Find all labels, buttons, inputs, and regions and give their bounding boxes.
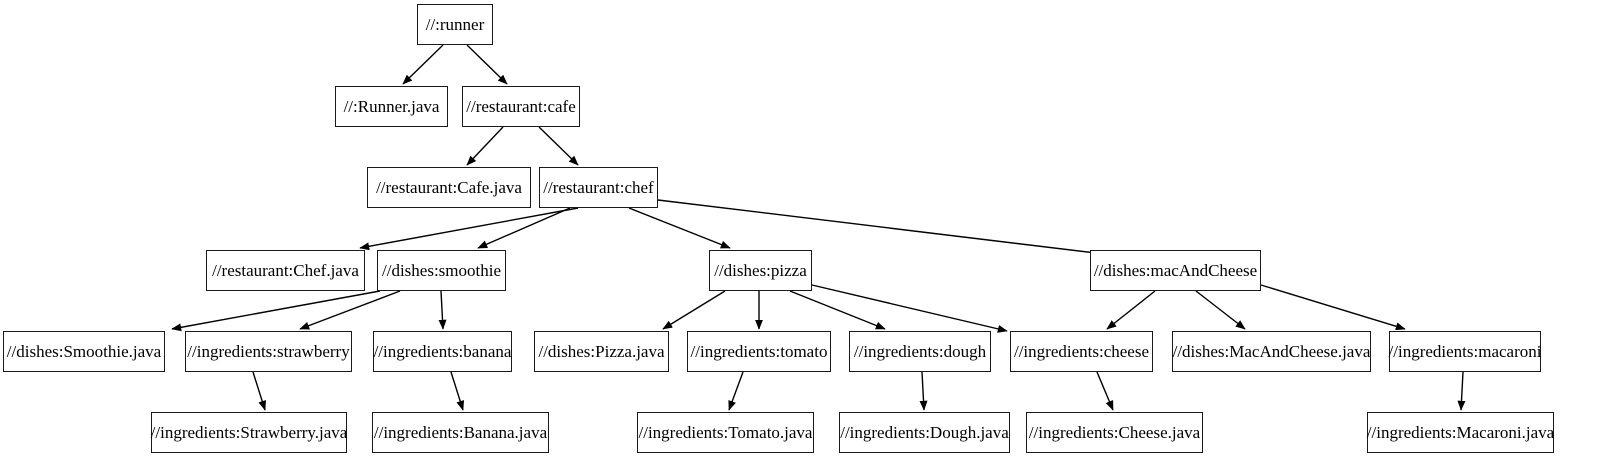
node-label-ing_macaroni: //ingredients:macaroni: [1388, 342, 1542, 361]
node-label-runner: //:runner: [425, 15, 485, 34]
node-label-tomato_java: //ingredients:Tomato.java: [638, 423, 813, 442]
node-ing_banana[interactable]: //ingredients:banana: [373, 331, 512, 372]
node-ing_tomato[interactable]: //ingredients:tomato: [687, 331, 831, 372]
node-ing_dough[interactable]: //ingredients:dough: [849, 331, 991, 372]
node-label-dishes_mac: //dishes:macAndCheese: [1093, 261, 1258, 280]
node-strawberry_java[interactable]: //ingredients:Strawberry.java: [151, 412, 347, 453]
node-banana_java[interactable]: //ingredients:Banana.java: [372, 412, 549, 453]
node-tomato_java[interactable]: //ingredients:Tomato.java: [637, 412, 814, 453]
node-label-mac_java: //dishes:MacAndCheese.java: [1172, 342, 1371, 361]
node-macaroni_java[interactable]: //ingredients:Macaroni.java: [1367, 412, 1554, 453]
node-label-cheese_java: //ingredients:Cheese.java: [1028, 423, 1201, 442]
node-label-restaurant_cafe: //restaurant:cafe: [466, 97, 576, 116]
node-label-dishes_pizza: //dishes:pizza: [714, 261, 807, 280]
node-dishes_mac[interactable]: //dishes:macAndCheese: [1090, 250, 1261, 291]
node-chef_java[interactable]: //restaurant:Chef.java: [206, 250, 365, 291]
node-label-ing_banana: //ingredients:banana: [373, 342, 512, 361]
node-label-ing_tomato: //ingredients:tomato: [690, 342, 828, 361]
node-label-ing_cheese: //ingredients:cheese: [1013, 342, 1149, 361]
node-cheese_java[interactable]: //ingredients:Cheese.java: [1026, 412, 1203, 453]
node-ing_cheese[interactable]: //ingredients:cheese: [1010, 331, 1153, 372]
node-dishes_smoothie[interactable]: //dishes:smoothie: [377, 250, 506, 291]
node-label-chef_java: //restaurant:Chef.java: [212, 261, 359, 280]
node-cafe_java[interactable]: //restaurant:Cafe.java: [367, 167, 531, 208]
node-label-cafe_java: //restaurant:Cafe.java: [376, 178, 522, 197]
node-label-dough_java: //ingredients:Dough.java: [840, 423, 1009, 442]
node-label-restaurant_chef: //restaurant:chef: [543, 178, 654, 197]
node-label-pizza_java: //dishes:Pizza.java: [538, 342, 665, 361]
node-runner[interactable]: //:runner: [417, 4, 493, 45]
node-pizza_java[interactable]: //dishes:Pizza.java: [534, 331, 669, 372]
node-dough_java[interactable]: //ingredients:Dough.java: [839, 412, 1010, 453]
node-ing_macaroni[interactable]: //ingredients:macaroni: [1389, 331, 1541, 372]
node-label-runner_java: //:Runner.java: [343, 97, 440, 116]
node-restaurant_chef[interactable]: //restaurant:chef: [539, 167, 658, 208]
node-label-ing_strawberry: //ingredients:strawberry: [187, 342, 350, 361]
node-mac_java[interactable]: //dishes:MacAndCheese.java: [1172, 331, 1371, 372]
node-label-macaroni_java: //ingredients:Macaroni.java: [1366, 423, 1555, 442]
node-smoothie_java[interactable]: //dishes:Smoothie.java: [3, 331, 165, 372]
node-label-banana_java: //ingredients:Banana.java: [373, 423, 548, 442]
node-runner_java[interactable]: //:Runner.java: [335, 86, 448, 127]
node-label-strawberry_java: //ingredients:Strawberry.java: [150, 423, 348, 442]
node-label-dishes_smoothie: //dishes:smoothie: [382, 261, 501, 280]
node-label-smoothie_java: //dishes:Smoothie.java: [6, 342, 162, 361]
node-label-ing_dough: //ingredients:dough: [853, 342, 987, 361]
node-dishes_pizza[interactable]: //dishes:pizza: [709, 250, 812, 291]
node-restaurant_cafe[interactable]: //restaurant:cafe: [462, 86, 580, 127]
node-ing_strawberry[interactable]: //ingredients:strawberry: [185, 331, 352, 372]
